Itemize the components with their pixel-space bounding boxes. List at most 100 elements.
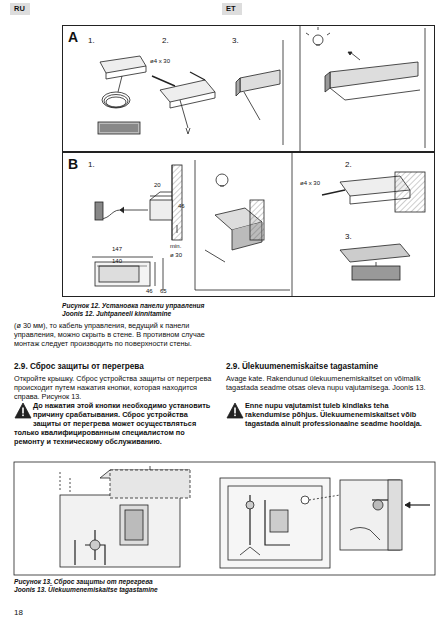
heater-unit-part: [120, 505, 148, 545]
figure-caption-block: Рисунок 12. Установка панели управления: [62, 302, 204, 310]
step-number-block: 2.: [162, 36, 169, 46]
wall-section-part: [120, 210, 148, 211]
step-number: 2.: [345, 160, 352, 169]
warning-symbol-part: [234, 408, 236, 414]
body-text-block: (ø 30 мм), то кабель управления, ведущий…: [14, 322, 214, 349]
heater-unit-part: [90, 540, 100, 550]
figure-panel: A: [62, 25, 435, 152]
language-tab-part: [222, 3, 242, 15]
body-text-block: Откройте крышку. Сброс устройства защиты…: [14, 375, 214, 402]
step-number: 2.: [162, 36, 169, 45]
detail-inset-part: [195, 160, 290, 290]
dimension-block: 147: [112, 246, 122, 253]
reset-button-detail: [340, 480, 430, 550]
dimension: min.: [170, 243, 181, 249]
control-panel-part: [100, 124, 138, 132]
panel-light-part: [348, 52, 352, 55]
reset-button-detail-part: [350, 528, 380, 541]
warning-symbol-part: [22, 408, 24, 414]
open-unit-part: [220, 478, 330, 568]
open-unit-part: [246, 501, 254, 509]
control-panel-part: [104, 95, 128, 108]
panel-light-part: [306, 33, 309, 35]
figure-frame: [14, 462, 435, 575]
front-dimension-part: [92, 257, 153, 258]
step-number: 1.: [88, 160, 95, 169]
dimension-block: 46: [146, 288, 153, 295]
dimension: 46: [178, 203, 185, 209]
dimension-block: 46: [178, 203, 185, 210]
mounting-plate-part: [340, 244, 410, 262]
screw-size-block: ø4 x 30: [300, 180, 320, 187]
panel-letter: A: [68, 29, 78, 45]
figure-caption-block: Рисунок 13. Сброс защиты от перегрева: [14, 578, 153, 586]
front-dimension-part: [99, 266, 139, 282]
step-number-block: 1.: [88, 36, 95, 46]
language-code-block: ET: [226, 4, 236, 13]
step-number: 3.: [345, 232, 352, 241]
mounting-plate-part: [352, 266, 400, 280]
panel-letter: B: [68, 156, 78, 172]
body-text: Avage kate. Rakendunud ülekuumenemiskait…: [226, 374, 426, 392]
panel-light-part: [318, 27, 319, 30]
dimension-block: min.: [170, 243, 181, 250]
mounting-plate-part: [152, 76, 175, 86]
warning-symbol: [227, 403, 243, 418]
reset-button-detail-part: [388, 480, 402, 550]
language-tab-part: [10, 3, 30, 15]
front-dimension: [92, 257, 163, 290]
front-dimension-part: [97, 266, 147, 267]
panel-light-part: [425, 28, 426, 148]
open-unit-part: [301, 496, 309, 504]
warning-symbol-part: [234, 415, 236, 417]
dimension-block: 65: [160, 288, 167, 295]
dimension: 46: [146, 288, 153, 294]
heater-unit-part: [60, 472, 70, 492]
warning-text-block: Enne nupu vajutamist tuleb kindlaks teha…: [226, 402, 431, 429]
mounting-plate-part: [395, 172, 425, 212]
control-panel-part: [100, 56, 146, 73]
warning-text: Enne nupu vajutamist tuleb kindlaks teha…: [245, 401, 422, 428]
wall-section-part: [150, 196, 172, 197]
mounting-plate-part: [170, 92, 215, 108]
wall-section-part: [95, 202, 103, 220]
dimension: 20: [154, 182, 161, 188]
step-number-block: 3.: [232, 36, 239, 46]
warning-text: До нажатия этой кнопки необходимо устано…: [14, 401, 210, 446]
reset-button-detail-part: [405, 502, 410, 508]
warning-symbol-part: [15, 403, 31, 418]
mounting-plate-part: [322, 190, 345, 195]
section-heading-block: 2.9. Ülekuumenemiskaitse tagastamine: [226, 362, 431, 372]
figure-panel: B: [62, 152, 435, 297]
dimension: 140: [112, 258, 122, 264]
mounting-plate: [322, 172, 425, 280]
body-text: Откройте крышку. Сброс устройства защиты…: [14, 374, 211, 401]
mounted-panel-part: [244, 92, 260, 120]
open-unit-part: [240, 547, 260, 555]
warning-symbol: [15, 403, 31, 418]
wall-section-part: [120, 207, 124, 213]
dimension: 147: [112, 246, 122, 252]
heater-unit-part: [60, 495, 180, 567]
mounted-panel-part: [240, 70, 280, 92]
heater-unit-part: [110, 470, 190, 498]
wall-section-part: [172, 165, 182, 240]
panel-light-part: [327, 33, 330, 35]
section-heading-block: 2.9. Сброс защиты от перегрева: [14, 362, 214, 372]
open-unit: [220, 478, 340, 568]
screw-size-block: ø4 x 30: [150, 58, 170, 65]
control-panel-part: [98, 122, 140, 134]
mounting-plate-part: [180, 100, 188, 128]
step-number-block: 1.: [88, 160, 95, 170]
wall-section-part: [177, 225, 178, 233]
section-heading: 2.9. Ülekuumenemiskaitse tagastamine: [226, 362, 378, 371]
dimension-block: 140: [112, 258, 122, 265]
dimension-block: 20: [154, 182, 161, 189]
mounted-panel-part: [283, 40, 284, 145]
mounted-panel: [236, 40, 283, 145]
step-number: 3.: [232, 36, 239, 45]
control-panel-part: [106, 66, 146, 79]
figure-caption: Рисунок 12. Установка панели управления: [62, 302, 204, 309]
panel-light-part: [316, 45, 320, 46]
control-panel: [98, 56, 146, 134]
